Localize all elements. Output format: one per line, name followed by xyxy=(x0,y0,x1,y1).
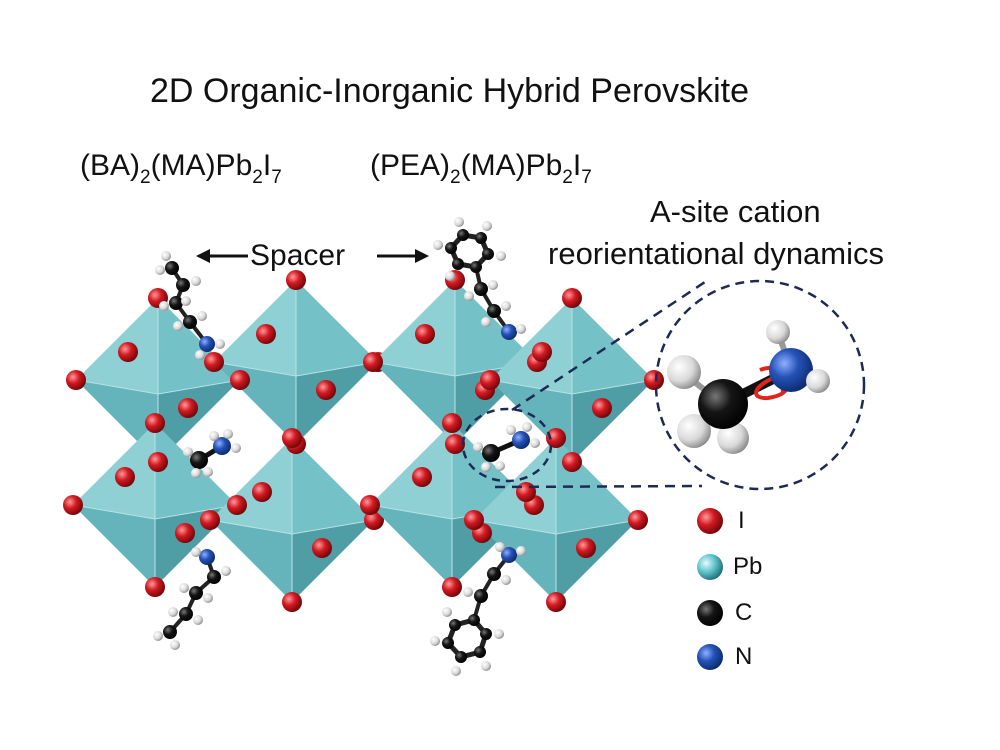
left-iodine-atom xyxy=(256,324,276,344)
right-iodine-atom xyxy=(628,510,648,530)
formula-pea-sub2: 2 xyxy=(562,167,573,188)
legend-label-iodine: I xyxy=(738,507,745,534)
ba-spacer-bottom-atoms xyxy=(153,547,231,650)
left-iodine-atom xyxy=(282,592,302,612)
formula-ba-middle: (MA)Pb xyxy=(150,149,253,182)
formula-pea-element: I xyxy=(572,149,582,182)
spacer-label: Spacer xyxy=(250,239,346,272)
legend-label-carbon: C xyxy=(735,599,753,626)
legend-swatch-iodine xyxy=(697,508,723,534)
ma-cation-zoomed xyxy=(667,320,830,454)
ba-spacer-top-atoms xyxy=(155,251,225,360)
pea-spacer-top xyxy=(433,217,526,340)
left-iodine-atom xyxy=(316,380,336,400)
diagram-title: 2D Organic-Inorganic Hybrid Perovskite xyxy=(150,72,750,110)
ma-cation-right xyxy=(473,422,540,472)
legend-swatch-lead xyxy=(697,554,723,580)
left-iodine-atom xyxy=(252,482,272,502)
left-iodine-atom xyxy=(145,577,165,597)
right-iodine-atom xyxy=(562,288,582,308)
cage-highlight-circle xyxy=(461,407,553,483)
right-iodine-atom xyxy=(412,467,432,487)
formula-ba-prefix: (BA) xyxy=(80,149,140,182)
left-iodine-atom xyxy=(204,352,224,372)
left-iodine-atom xyxy=(312,538,332,558)
right-iodine-atom xyxy=(644,370,664,390)
formula-pea-middle: (MA)Pb xyxy=(460,149,563,182)
callout-line-top xyxy=(511,280,706,412)
formula-pea-prefix: (PEA) xyxy=(370,149,451,182)
left-iodine-atom xyxy=(148,452,168,472)
formula-pea-sub3: 7 xyxy=(581,167,592,188)
right-iodine-atom xyxy=(363,352,383,372)
right-iodine-atom xyxy=(532,342,552,362)
callout-line-bottom xyxy=(494,484,703,489)
formula-ba-sub2: 2 xyxy=(252,167,263,188)
formula-pea-sub1: 2 xyxy=(450,167,461,188)
right-iodine-atom xyxy=(516,482,536,502)
left-iodine-atom xyxy=(227,495,247,515)
left-octahedron-4 xyxy=(209,437,375,603)
left-iodine-atom xyxy=(63,495,83,515)
right-iodine-atom xyxy=(464,510,484,530)
legend-swatches xyxy=(697,508,723,670)
legend-swatch-nitrogen xyxy=(697,644,723,670)
spacer-arrow-left xyxy=(196,249,248,263)
formula-ba: (BA)2(MA)Pb2I7 xyxy=(80,149,282,188)
ma-cation-left xyxy=(183,429,241,478)
legend-label-lead: Pb xyxy=(733,553,763,580)
left-iodine-atom xyxy=(178,398,198,418)
left-iodine-atom xyxy=(200,510,220,530)
right-iodine-atom xyxy=(360,495,380,515)
right-iodine-atom xyxy=(546,428,566,448)
left-iodine-atom xyxy=(282,428,302,448)
formula-ba-sub3: 7 xyxy=(271,167,282,188)
left-iodine-atom xyxy=(286,270,306,290)
callout-line2: reorientational dynamics xyxy=(548,236,885,271)
left-iodine-atom xyxy=(145,413,165,433)
formula-ba-element: I xyxy=(262,149,272,182)
left-iodine-atom xyxy=(175,523,195,543)
left-iodine-atom xyxy=(115,467,135,487)
right-iodine-atom xyxy=(562,452,582,472)
left-iodine-atom xyxy=(230,370,250,390)
right-iodine-atom xyxy=(442,413,462,433)
right-iodine-atom xyxy=(576,538,596,558)
right-iodine-atom xyxy=(442,577,462,597)
zoom-circle xyxy=(654,279,866,491)
right-iodine-atom xyxy=(480,370,500,390)
zoom-callout xyxy=(461,279,866,491)
left-iodine-atom xyxy=(66,370,86,390)
right-iodine-atom xyxy=(546,592,566,612)
callout-line1: A-site cation xyxy=(650,194,821,229)
pea-spacer-bottom xyxy=(430,542,526,676)
formula-pea: (PEA)2(MA)Pb2I7 xyxy=(370,149,592,188)
left-iodine-atom xyxy=(118,342,138,362)
formula-ba-sub1: 2 xyxy=(140,167,151,188)
legend-swatch-carbon xyxy=(697,600,723,626)
right-iodine-atom xyxy=(445,434,465,454)
right-octahedra-block xyxy=(360,270,664,612)
right-iodine-atom xyxy=(415,324,435,344)
legend-label-nitrogen: N xyxy=(735,643,753,670)
right-iodine-atom xyxy=(592,398,612,418)
left-iodine-atom xyxy=(364,510,384,530)
left-octahedron-2 xyxy=(213,279,379,445)
spacer-arrow-right xyxy=(377,249,429,263)
